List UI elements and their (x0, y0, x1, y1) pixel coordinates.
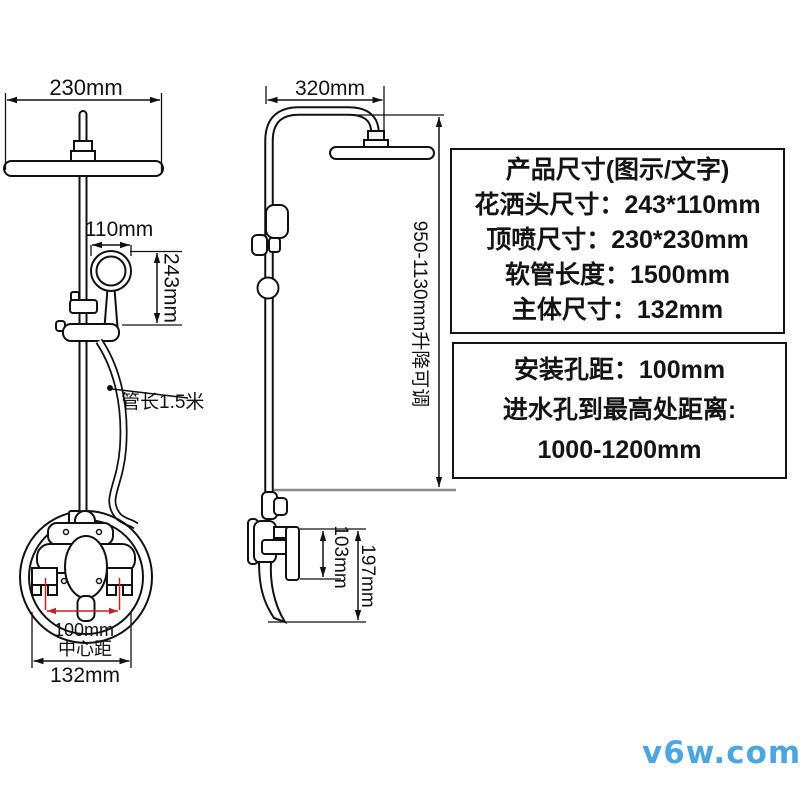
spec-row-hole-distance: 安装孔距：100mm (513, 355, 726, 384)
dim-body-width-label: 132mm (50, 664, 120, 687)
dim-center-distance-value: 100mm (54, 620, 114, 640)
side-pole-and-arm (264, 106, 380, 492)
front-view-drawing: 230mm 110mm 243mm 管长1.5米 100mm (3, 75, 204, 687)
spec-row-top-spray-size: 顶喷尺寸：230*230mm (486, 226, 749, 255)
dim-spout-inner-label: 103mm (330, 525, 351, 588)
site-watermark: v6w.com (642, 735, 800, 771)
dim-arm-width-label: 320mm (295, 77, 365, 100)
dim-spout-outer: 197mm (268, 531, 378, 623)
dim-arm-width: 320mm (265, 77, 385, 131)
side-shower-head (329, 130, 435, 160)
left-outlet (31, 567, 58, 596)
dim-hand-shower-width-label: 110mm (85, 218, 153, 241)
side-mixer (247, 491, 300, 624)
dim-spout-outer-label: 197mm (357, 544, 378, 607)
dim-hand-shower-height: 243mm (122, 250, 182, 326)
dim-center-distance-label: 中心距 (58, 639, 112, 659)
hose-length-label: 管长1.5米 (121, 391, 204, 413)
spec-box-installation: 安装孔距：100mm 进水孔到最高处距离: 1000-1200mm (452, 342, 787, 479)
spec-row-inlet-distance-label: 进水孔到最高处距离: (502, 395, 737, 424)
dim-spout-inner: 103mm (300, 525, 366, 589)
mixer-valve (31, 510, 136, 622)
spec-row-body-size: 主体尺寸：132mm (511, 296, 724, 325)
dim-height-adjust-label: 950-1130mm升降可调 (409, 221, 431, 408)
dim-top-width: 230mm (4, 75, 163, 172)
rain-shower-head (3, 110, 164, 177)
side-slider (251, 204, 289, 300)
dim-body-width: 132mm (31, 612, 132, 687)
spec-row-inlet-distance-value: 1000-1200mm (537, 435, 702, 464)
hand-shower (90, 250, 132, 328)
dim-top-width-label: 230mm (49, 75, 122, 100)
spec-row-head-size: 花洒头尺寸：243*110mm (474, 191, 761, 220)
side-view-drawing: 320mm 950-1130mm升降可调 103mm 197mm (247, 77, 456, 624)
tub-spout (257, 561, 288, 624)
pole-bracket (55, 291, 120, 342)
spec-row-hose-length: 软管长度：1500mm (504, 261, 731, 290)
hose-length-note: 管长1.5米 (107, 385, 204, 413)
dim-hand-shower-height-label: 243mm (159, 253, 182, 323)
spec-title: 产品尺寸(图示/文字) (505, 156, 730, 185)
dim-center-distance: 100mm 中心距 (44, 578, 121, 659)
dim-height-adjust: 950-1130mm升降可调 (274, 114, 456, 492)
dim-hand-shower-width: 110mm (85, 218, 153, 256)
spec-box-product-dimensions: 产品尺寸(图示/文字) 花洒头尺寸：243*110mm 顶喷尺寸：230*230… (450, 148, 785, 334)
